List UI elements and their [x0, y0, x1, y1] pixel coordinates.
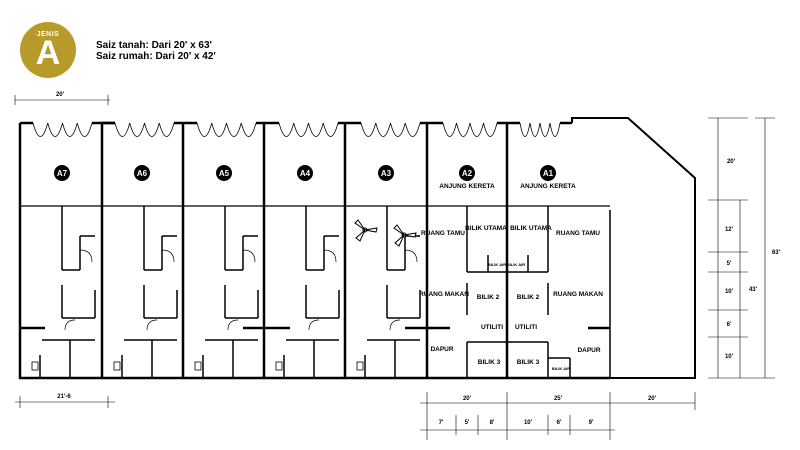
svg-text:A5: A5: [219, 169, 230, 178]
dim-row1-a: 20': [463, 396, 472, 402]
svg-text:A1: A1: [543, 169, 554, 178]
dim-row2-c: 8': [490, 420, 495, 426]
dim-row2-b: 5': [465, 420, 470, 426]
label-bilik-3-a1: BILIK 3: [517, 359, 540, 366]
svg-text:A6: A6: [137, 169, 148, 178]
badge-letter: A: [35, 34, 61, 72]
type-badge: JENIS A: [20, 22, 76, 78]
dim-right-c: 5': [727, 261, 732, 267]
label-ruang-makan-a1: RUANG MAKAN: [553, 291, 603, 298]
label-bilik-2-a2: BILIK 2: [477, 294, 500, 301]
dim-row2-e: 6': [557, 420, 562, 426]
dim-bottom-width: 21'-6: [57, 394, 71, 400]
label-ruang-tamu-a1: RUANG TAMU: [556, 230, 600, 237]
dim-house-depth: 43': [749, 287, 758, 293]
label-dapur-a1: DAPUR: [577, 347, 600, 354]
size-info: Saiz tanah: Dari 20' x 63' Saiz rumah: D…: [96, 40, 216, 62]
label-bilik-2-a1: BILIK 2: [517, 294, 540, 301]
unit-marker-a3: A3: [378, 165, 394, 181]
label-ruang-tamu-a2: RUANG TAMU: [421, 230, 465, 237]
ceiling-fan-icon: [354, 219, 378, 242]
unit-marker-a6: A6: [134, 165, 150, 181]
label-anjung-kereta-a2: ANJUNG KERETA: [439, 183, 495, 190]
unit-marker-a4: A4: [297, 165, 313, 181]
label-bilik-utama-a1: BILIK UTAMA: [510, 225, 552, 232]
label-bilik-utama-a2: BILIK UTAMA: [465, 225, 507, 232]
svg-text:A2: A2: [462, 169, 473, 178]
dim-row2-f: 9': [589, 420, 594, 426]
dim-right-a: 20': [727, 159, 736, 165]
label-bilik-air-a1: BILIK AIR: [507, 262, 525, 267]
label-bilik-air-a1-rear: BILIK AIR: [552, 366, 570, 371]
label-utiliti-a2: UTILITI: [481, 324, 503, 331]
svg-text:A3: A3: [381, 169, 392, 178]
dim-row1-c: 20': [648, 396, 657, 402]
label-bilik-air-a2: BILIK AIR: [488, 262, 506, 267]
dim-right-f: 10': [725, 354, 734, 360]
dim-land-depth: 63': [772, 250, 781, 256]
svg-text:A4: A4: [300, 169, 311, 178]
dim-row1-b: 25': [554, 396, 563, 402]
dim-right-d: 10': [725, 289, 734, 295]
dim-top-width: 20': [56, 92, 65, 98]
badge-label: JENIS: [36, 31, 60, 38]
unit-marker-a7: A7: [54, 165, 70, 181]
svg-text:A7: A7: [57, 169, 68, 178]
house-size-text: Saiz rumah: Dari 20' x 42': [96, 51, 216, 62]
dim-row2-d: 10': [524, 420, 533, 426]
label-utiliti-a1: UTILITI: [515, 324, 537, 331]
label-ruang-makan-a2: RUANG MAKAN: [419, 291, 469, 298]
dim-right-b: 12': [725, 227, 734, 233]
unit-marker-a1: A1: [540, 165, 556, 181]
label-bilik-3-a2: BILIK 3: [478, 359, 501, 366]
land-size-text: Saiz tanah: Dari 20' x 63': [96, 40, 212, 51]
dim-row2-a: 7': [439, 420, 444, 426]
unit-marker-a2: A2: [459, 165, 475, 181]
unit-marker-a5: A5: [216, 165, 232, 181]
label-dapur-a2: DAPUR: [430, 346, 453, 353]
label-anjung-kereta-a1: ANJUNG KERETA: [520, 183, 576, 190]
dim-right-e: 6': [727, 322, 732, 328]
ceiling-fan-icon: [393, 224, 417, 247]
